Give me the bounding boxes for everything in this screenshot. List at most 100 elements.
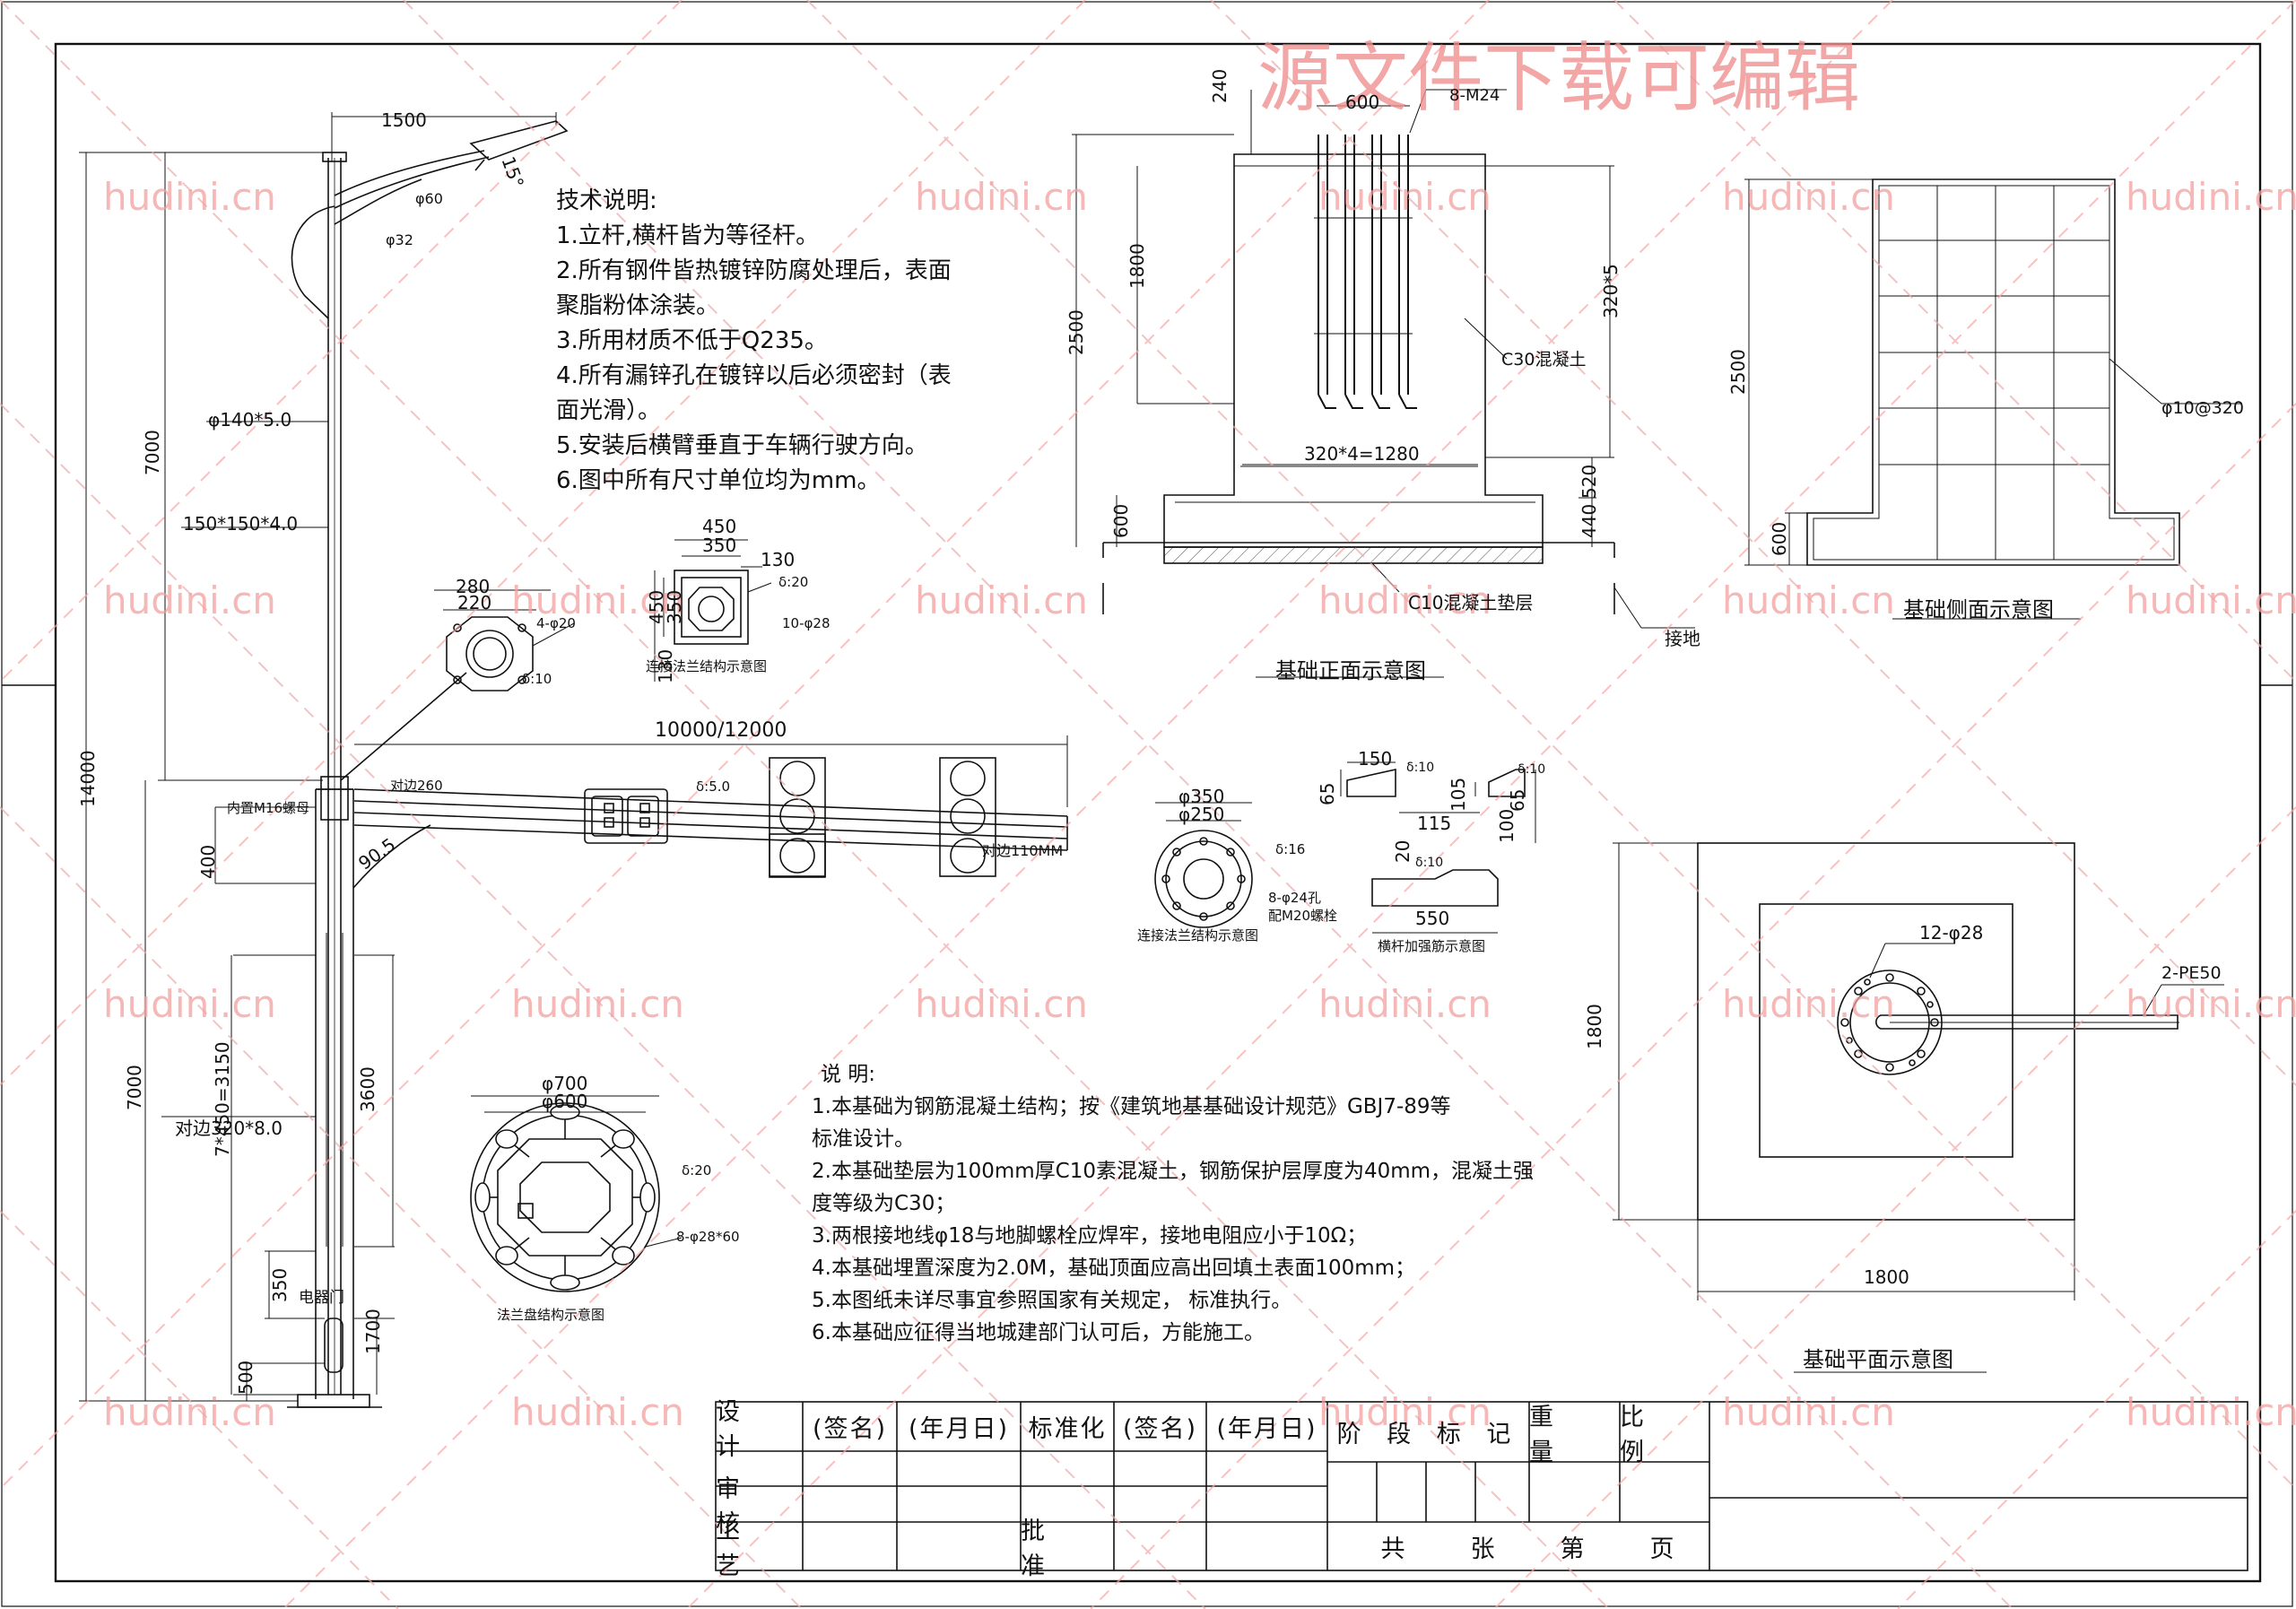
dim-sq-450: 450 bbox=[702, 516, 737, 537]
dim-stiff-65a: 65 bbox=[1317, 782, 1338, 805]
tb-approve: 批 准 bbox=[1021, 1518, 1057, 1580]
tb-sheets: 张 bbox=[1470, 1535, 1508, 1563]
watermark-site: hudini.cn bbox=[2126, 578, 2296, 622]
spec-note-line: 2.本基础垫层为100mm厚C10素混凝土，钢筋保护层厚度为40mm，混凝土强 bbox=[812, 1160, 1535, 1183]
watermark-site: hudini.cn bbox=[1722, 175, 1895, 219]
tech-note-line: 6.图中所有尺寸单位均为mm。 bbox=[556, 467, 881, 494]
tech-note-line: 聚脂粉体涂装。 bbox=[556, 292, 720, 319]
dim-span: 10000/12000 bbox=[655, 719, 787, 742]
tech-note-line: 面光滑）。 bbox=[556, 397, 662, 424]
side-rebar-label: φ10@320 bbox=[2161, 398, 2244, 418]
watermark-site: hudini.cn bbox=[1318, 578, 1492, 622]
watermark-site: hudini.cn bbox=[2126, 1390, 2296, 1434]
watermark-site: hudini.cn bbox=[1722, 578, 1895, 622]
tech-note-line: 3.所用材质不低于Q235。 bbox=[556, 327, 828, 354]
watermark-site: hudini.cn bbox=[915, 578, 1088, 622]
tb-sign1: (签名) bbox=[812, 1415, 888, 1443]
dim-arm-d60: φ60 bbox=[415, 190, 443, 207]
dim-opposite-320: 对边320*8.0 bbox=[175, 1118, 283, 1139]
plan-holes: 12-φ28 bbox=[1919, 922, 1984, 944]
pole-elevation bbox=[79, 112, 1068, 1408]
watermark-site: hudini.cn bbox=[511, 1390, 684, 1434]
dim-opposite-260: 对边260 bbox=[390, 778, 443, 794]
dim-front-600b: 600 bbox=[1110, 503, 1132, 538]
spec-notes-title: 说 明: bbox=[821, 1063, 876, 1086]
dim-front-600: 600 bbox=[1345, 91, 1380, 113]
dim-1700: 1700 bbox=[362, 1309, 384, 1354]
tb-sign2: (签名) bbox=[1122, 1415, 1198, 1443]
dim-sq-350: 350 bbox=[702, 535, 737, 556]
dim-pole-d140: φ140*5.0 bbox=[208, 409, 292, 431]
watermark-site: hudini.cn bbox=[915, 982, 1088, 1026]
dim-stiff-20: 20 bbox=[1392, 839, 1413, 863]
spec-note-line: 标准设计。 bbox=[812, 1127, 915, 1151]
tech-notes: 技术说明: 1.立杆,横杆皆为等径杆。 2.所有钢件皆热镀锌防腐处理后，表面 聚… bbox=[556, 184, 952, 499]
dim-500: 500 bbox=[235, 1360, 257, 1395]
dim-loop-d32: φ32 bbox=[386, 231, 413, 248]
dim-lower-7000: 7000 bbox=[124, 1065, 145, 1110]
dim-plan-1800v: 1800 bbox=[1584, 1004, 1605, 1049]
spec-note-line: 1.本基础为钢筋混凝土结构；按《建筑地基基础设计规范》GBJ7-89等 bbox=[812, 1095, 1451, 1118]
foundation-front-view bbox=[1072, 89, 1695, 678]
tech-note-line: 5.安装后横臂垂直于车辆行驶方向。 bbox=[556, 432, 928, 459]
dim-round-d350: φ350 bbox=[1178, 786, 1225, 807]
front-concrete-label: C30混凝土 bbox=[1501, 350, 1587, 370]
dim-front-440: 440 bbox=[1578, 503, 1600, 538]
tech-note-line: 4.所有漏锌孔在镀锌以后必须密封（表 bbox=[556, 362, 952, 389]
tb-date2: (年月日) bbox=[1216, 1415, 1318, 1443]
tb-design: 设 计 bbox=[716, 1397, 752, 1461]
tb-standard: 标准化 bbox=[1028, 1415, 1107, 1443]
dim-square-tube: 150*150*4.0 bbox=[183, 513, 299, 535]
dim-side-2500: 2500 bbox=[1727, 349, 1749, 395]
watermark-site: hudini.cn bbox=[1318, 175, 1492, 219]
base-flange-holes: 8-φ28*60 bbox=[676, 1229, 740, 1245]
dim-base-d700: φ700 bbox=[542, 1073, 588, 1094]
front-caption: 基础正面示意图 bbox=[1275, 658, 1426, 683]
round-flange-caption: 连接法兰结构示意图 bbox=[1137, 927, 1259, 944]
watermark-site: hudini.cn bbox=[511, 578, 684, 622]
round-flange-thickness: δ:16 bbox=[1275, 841, 1306, 857]
dim-side-600: 600 bbox=[1769, 521, 1790, 556]
dim-stiff-105: 105 bbox=[1448, 777, 1469, 812]
tech-note-line: 2.所有钢件皆热镀锌防腐处理后，表面 bbox=[556, 257, 952, 284]
dim-front-240: 240 bbox=[1209, 68, 1231, 103]
spec-note-line: 5.本图纸未详尽事宜参照国家有关规定， 标准执行。 bbox=[812, 1289, 1292, 1312]
title-block-grid bbox=[715, 1401, 2248, 1571]
square-flange-caption: 连接法兰结构示意图 bbox=[646, 658, 768, 674]
watermark-site: hudini.cn bbox=[511, 982, 684, 1026]
dim-280: 280 bbox=[456, 576, 491, 597]
watermark-site: hudini.cn bbox=[1318, 1390, 1492, 1434]
watermark-site: hudini.cn bbox=[103, 578, 276, 622]
front-anchor-bolts: 8-M24 bbox=[1449, 86, 1500, 105]
spec-note-line: 度等级为C30； bbox=[812, 1192, 956, 1215]
tb-no: 第 bbox=[1560, 1535, 1597, 1563]
dim-upper-7000: 7000 bbox=[142, 430, 163, 475]
dim-350: 350 bbox=[269, 1267, 291, 1302]
label-door: 电器门 bbox=[299, 1289, 344, 1307]
small-flange bbox=[434, 589, 575, 691]
watermark-site: hudini.cn bbox=[103, 175, 276, 219]
dim-front-2500: 2500 bbox=[1065, 309, 1087, 355]
stiff-thick-a: δ:10 bbox=[1406, 761, 1435, 775]
stiffener-plates bbox=[1340, 761, 1536, 934]
tb-page: 页 bbox=[1649, 1535, 1687, 1563]
base-flange-caption: 法兰盘结构示意图 bbox=[497, 1307, 605, 1323]
base-flange bbox=[470, 1095, 683, 1292]
tb-total: 共 bbox=[1380, 1535, 1418, 1563]
dim-sq-130: 130 bbox=[761, 549, 796, 570]
plan-caption: 基础平面示意图 bbox=[1803, 1347, 1953, 1372]
dim-opposite-110: 对边110MM bbox=[982, 842, 1064, 859]
tb-weight: 重 量 bbox=[1529, 1403, 1566, 1466]
base-flange-thickness: δ:20 bbox=[682, 1162, 712, 1178]
small-flange-holes: 4-φ20 bbox=[536, 615, 576, 631]
watermark-site: hudini.cn bbox=[103, 982, 276, 1026]
dim-front-520: 520 bbox=[1578, 464, 1600, 499]
dim-arm-length: 1500 bbox=[381, 109, 427, 131]
dim-stiff-100: 100 bbox=[1496, 808, 1518, 843]
dim-220: 220 bbox=[457, 592, 492, 613]
dim-front-1800: 1800 bbox=[1126, 243, 1148, 289]
plan-pe-pipe: 2-PE50 bbox=[2161, 963, 2222, 983]
round-flange-bolts: 配M20螺栓 bbox=[1268, 908, 1338, 924]
